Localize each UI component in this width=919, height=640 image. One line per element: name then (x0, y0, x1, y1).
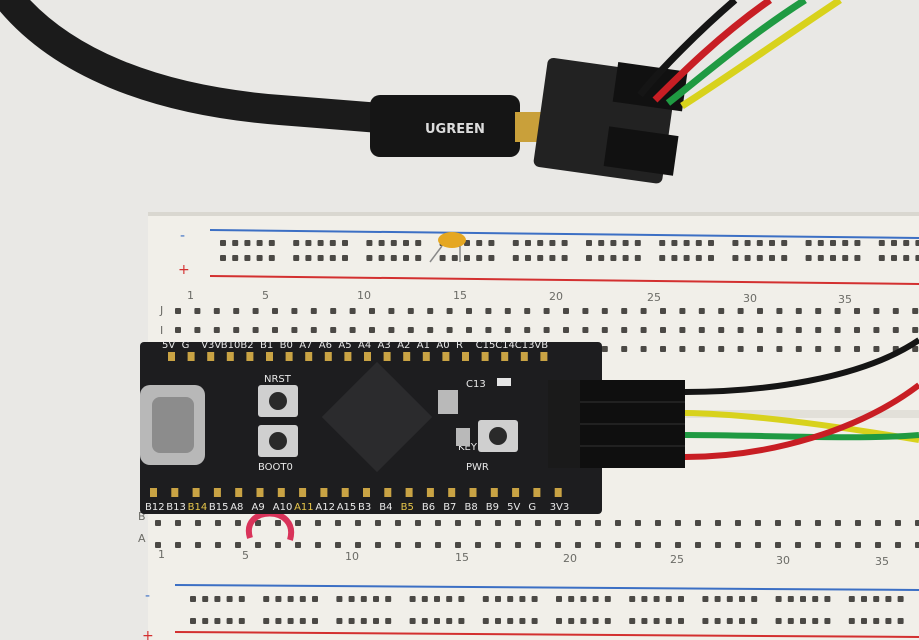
cable-brand-label: UGREEN (425, 122, 485, 137)
svg-text:5: 5 (262, 289, 269, 302)
top-pin-label: A4 (358, 340, 371, 351)
crystal-oscillator (438, 390, 458, 414)
row-label-j: J (159, 304, 163, 317)
top-pin-label: VB (534, 340, 548, 351)
top-rail-minus: - (180, 228, 185, 244)
led-c13 (497, 378, 511, 386)
svg-text:1: 1 (158, 548, 165, 561)
rtc-crystal (456, 428, 470, 446)
usb-cable (0, 0, 395, 133)
top-pin-label: A1 (417, 340, 430, 351)
svg-text:30: 30 (743, 292, 757, 305)
svg-text:15: 15 (453, 289, 467, 302)
bottom-pin-label: A11 (294, 502, 314, 513)
bottom-rail-blue-line (174, 584, 919, 591)
bottom-pin-label: B8 (465, 502, 478, 513)
svg-text:20: 20 (549, 290, 563, 303)
top-pin-label: A0 (436, 340, 449, 351)
bottom-pin-label: A8 (230, 502, 243, 513)
bottom-pin-label: A10 (273, 502, 293, 513)
bottom-pin-label: B15 (209, 502, 229, 513)
wire-green (684, 432, 919, 441)
bottom-pin-label: 3V3 (550, 502, 570, 513)
bottom-pin-label: B6 (422, 502, 435, 513)
top-pin-label: A5 (338, 340, 351, 351)
top-pin-label: V3V (201, 340, 221, 351)
pwr-label: PWR (466, 462, 489, 473)
top-pin-label: A6 (319, 340, 332, 351)
bottom-header-pins (150, 488, 562, 497)
top-pin-label: B1 (260, 340, 273, 351)
svg-text:1: 1 (187, 289, 194, 302)
top-pin-label: C15 (476, 340, 496, 351)
column-numbers-bottom: 1 5 10 15 20 25 30 35 (158, 548, 889, 568)
top-pin-label: A2 (397, 340, 410, 351)
c13-label: C13 (466, 379, 486, 390)
bottom-pin-label: B14 (188, 502, 208, 513)
usb-connector-housing (370, 95, 520, 157)
bottom-pin-label: B4 (379, 502, 392, 513)
bottom-rail-red-line (174, 631, 919, 638)
bottom-pin-label: A15 (337, 502, 357, 513)
wire-yellow-top (680, 0, 842, 109)
bottom-pin-label: A12 (315, 502, 335, 513)
ceramic-capacitor (438, 232, 466, 248)
svg-text:35: 35 (838, 293, 852, 306)
top-rail-blue-line (209, 229, 919, 239)
wire-red (684, 382, 919, 460)
top-pin-label: R (456, 340, 463, 351)
top-pin-label: A3 (378, 340, 391, 351)
svg-text:5: 5 (242, 549, 249, 562)
top-pin-label: C14 (495, 340, 515, 351)
bottom-pin-label: G (528, 502, 536, 513)
column-numbers-top: 1 5 10 15 20 25 30 35 (187, 289, 852, 306)
bottom-rail-minus: - (145, 588, 150, 604)
wire-green-top (665, 0, 807, 106)
top-pin-label: G (182, 340, 190, 351)
bottom-rail-plus: + (142, 628, 154, 640)
svg-text:10: 10 (345, 550, 359, 563)
boot0-label: BOOT0 (258, 462, 293, 473)
top-pin-label: B0 (280, 340, 293, 351)
wire-black-top (637, 0, 738, 98)
bottom-pin-label: B13 (166, 502, 186, 513)
bottom-pin-label: B7 (443, 502, 456, 513)
bottom-pin-label: 5V (507, 502, 520, 513)
bottom-pin-label: B5 (401, 502, 414, 513)
key-label: KEY (458, 442, 478, 453)
top-header-pins (168, 352, 548, 361)
svg-text:25: 25 (647, 291, 661, 304)
top-pin-label: B2 (240, 340, 253, 351)
top-rail-red-line (209, 275, 919, 285)
breadboard-holes (155, 240, 919, 624)
nrst-label: NRST (264, 374, 292, 385)
bottom-pin-label: B12 (145, 502, 165, 513)
wire-red-top (652, 0, 773, 103)
top-pin-label: B10 (221, 340, 241, 351)
top-pin-label: A7 (299, 340, 312, 351)
row-label-b: B (138, 510, 146, 523)
svg-text:10: 10 (357, 289, 371, 302)
svg-text:20: 20 (563, 552, 577, 565)
bottom-pin-label: B9 (486, 502, 499, 513)
top-pin-label: C13 (515, 340, 535, 351)
bottom-pin-label: B3 (358, 502, 371, 513)
svg-text:25: 25 (670, 553, 684, 566)
top-rail-plus: + (178, 262, 190, 278)
svg-text:30: 30 (776, 554, 790, 567)
svg-text:35: 35 (875, 555, 889, 568)
row-label-i: I (160, 324, 163, 337)
svg-text:15: 15 (455, 551, 469, 564)
wire-black (684, 337, 919, 395)
top-pin-label: 5V (162, 340, 175, 351)
bottom-pin-label: A9 (252, 502, 265, 513)
row-label-a: A (138, 532, 146, 545)
